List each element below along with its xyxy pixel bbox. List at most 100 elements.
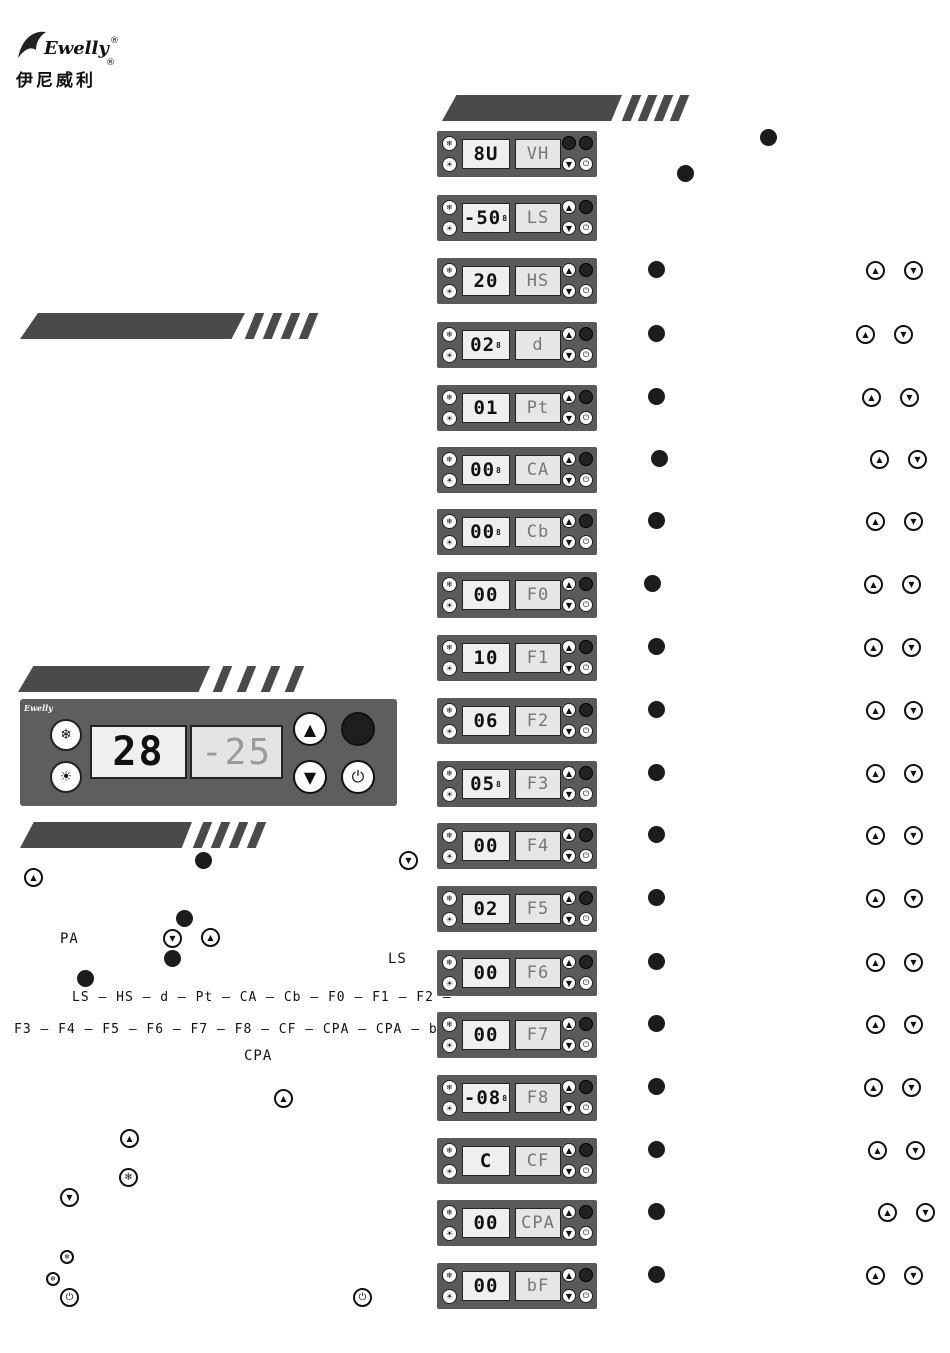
up-key-icon: ▲ — [562, 577, 576, 591]
bulb-icon: ☀ — [442, 1164, 457, 1179]
defrost-button[interactable]: ❄ — [50, 719, 82, 751]
parameter-value: C — [479, 1150, 493, 1172]
down-arrow-icon: ▼ — [60, 1188, 79, 1207]
set-key-icon — [579, 136, 593, 150]
snowflake-icon: ❄ — [442, 891, 457, 906]
parameter-value-display: 06 — [462, 706, 510, 736]
set-key-icon — [579, 1143, 593, 1157]
brand-logo: Ewelly ® 伊尼威利 ® — [14, 26, 134, 92]
set-key-dot — [164, 950, 181, 967]
snowflake-icon: ❄ — [442, 1017, 457, 1032]
controller-panel: Ewelly ❄ ☀ 28 -25 ▲ ▼ ⏻ — [20, 699, 397, 806]
power-key-icon: ⏻ — [579, 473, 593, 487]
parameter-code: bF — [526, 1276, 550, 1296]
snowflake-icon: ❄ — [442, 327, 457, 342]
power-key-icon: ⏻ — [579, 284, 593, 298]
power-key-icon: ⏻ — [579, 348, 593, 362]
parameter-value: 02 — [473, 898, 499, 920]
parameter-code: d — [532, 335, 544, 355]
power-key-icon: ⏻ — [579, 598, 593, 612]
set-key-icon — [579, 327, 593, 341]
down-arrow-icon: ▼ — [163, 929, 182, 948]
parameter-code: F1 — [526, 648, 550, 668]
set-key-icon — [579, 514, 593, 528]
light-button[interactable]: ☀ — [50, 761, 82, 793]
down-arrow-icon: ▼ — [908, 450, 927, 469]
parameter-value-display: 20 — [462, 266, 510, 296]
parameter-value: -08 — [463, 1087, 502, 1109]
power-key-icon: ⏻ — [579, 1289, 593, 1303]
set-key-icon — [579, 828, 593, 842]
down-arrow-icon: ▼ — [906, 1141, 925, 1160]
snowflake-icon: ❄ — [442, 1143, 457, 1158]
setpoint-value: -25 — [200, 731, 273, 773]
up-arrow-icon: ▲ — [866, 261, 885, 280]
set-key-dot — [648, 1141, 665, 1158]
snowflake-icon: ❄ — [442, 452, 457, 467]
bulb-icon: ☀ — [442, 411, 457, 426]
bulb-icon: ☀ — [442, 849, 457, 864]
up-arrow-icon: ▲ — [864, 575, 883, 594]
parameter-value-display: 00 — [462, 1208, 510, 1238]
parameter-value: 00 — [473, 1275, 499, 1297]
parameter-indicator: 8 — [496, 340, 502, 350]
down-button[interactable]: ▼ — [293, 760, 327, 794]
set-key-dot — [648, 325, 665, 342]
up-key-icon: ▲ — [562, 1205, 576, 1219]
set-key-dot — [648, 764, 665, 781]
power-icon: ⏻ — [353, 1288, 372, 1307]
parameter-code-display: F4 — [515, 831, 561, 861]
power-button[interactable]: ⏻ — [341, 760, 375, 794]
down-arrow-icon: ▼ — [904, 1015, 923, 1034]
parameter-sequence-2: F3 — F4 — F5 — F6 — F7 — F8 — CF — CPA —… — [14, 1022, 447, 1037]
set-key-icon — [579, 200, 593, 214]
set-button[interactable] — [341, 712, 375, 746]
down-key-icon: ▼ — [562, 1164, 576, 1178]
parameter-code: HS — [526, 271, 550, 291]
up-arrow-icon: ▲ — [856, 325, 875, 344]
up-key-icon: ▲ — [562, 327, 576, 341]
up-button[interactable]: ▲ — [293, 712, 327, 746]
parameter-code-display: F3 — [515, 769, 561, 799]
parameter-code-display: Pt — [515, 393, 561, 423]
parameter-value: 00 — [473, 584, 499, 606]
up-arrow-icon: ▲ — [870, 450, 889, 469]
down-arrow-icon: ▼ — [902, 575, 921, 594]
set-key-dot — [677, 165, 694, 182]
up-key-icon: ▲ — [562, 955, 576, 969]
power-key-icon: ⏻ — [579, 787, 593, 801]
down-arrow-icon: ▼ — [399, 851, 418, 870]
power-key-icon: ⏻ — [579, 976, 593, 990]
down-key-icon: ▼ — [562, 411, 576, 425]
down-arrow-icon: ▼ — [904, 953, 923, 972]
up-arrow-icon: ▲ — [866, 889, 885, 908]
up-arrow-icon: ▲ — [866, 1266, 885, 1285]
registered-mark-cn: ® — [106, 58, 115, 68]
power-icon: ⏻ — [351, 767, 365, 786]
down-arrow-icon: ▼ — [904, 701, 923, 720]
parameter-code: CPA — [521, 1213, 555, 1233]
snowflake-icon: ❄ — [442, 1205, 457, 1220]
down-arrow-icon: ▼ — [916, 1203, 935, 1222]
bulb-icon: ☀ — [442, 348, 457, 363]
up-key-icon — [562, 136, 576, 150]
down-key-icon: ▼ — [562, 473, 576, 487]
section-banner-3 — [20, 822, 270, 848]
set-key-dot — [648, 638, 665, 655]
up-arrow-icon: ▲ — [866, 701, 885, 720]
parameter-sequence-1: LS — HS — d — Pt — CA — Cb — F0 — F1 — F… — [72, 990, 452, 1005]
down-arrow-icon: ▼ — [894, 325, 913, 344]
panel-brand: Ewelly — [24, 703, 53, 713]
parameter-code-display: CPA — [515, 1208, 561, 1238]
parameter-code-display: bF — [515, 1271, 561, 1301]
power-key-icon: ⏻ — [579, 849, 593, 863]
down-key-icon: ▼ — [562, 1289, 576, 1303]
code-pa: PA — [60, 931, 79, 947]
bulb-icon: ☀ — [442, 661, 457, 676]
up-arrow-icon: ▲ — [201, 928, 220, 947]
